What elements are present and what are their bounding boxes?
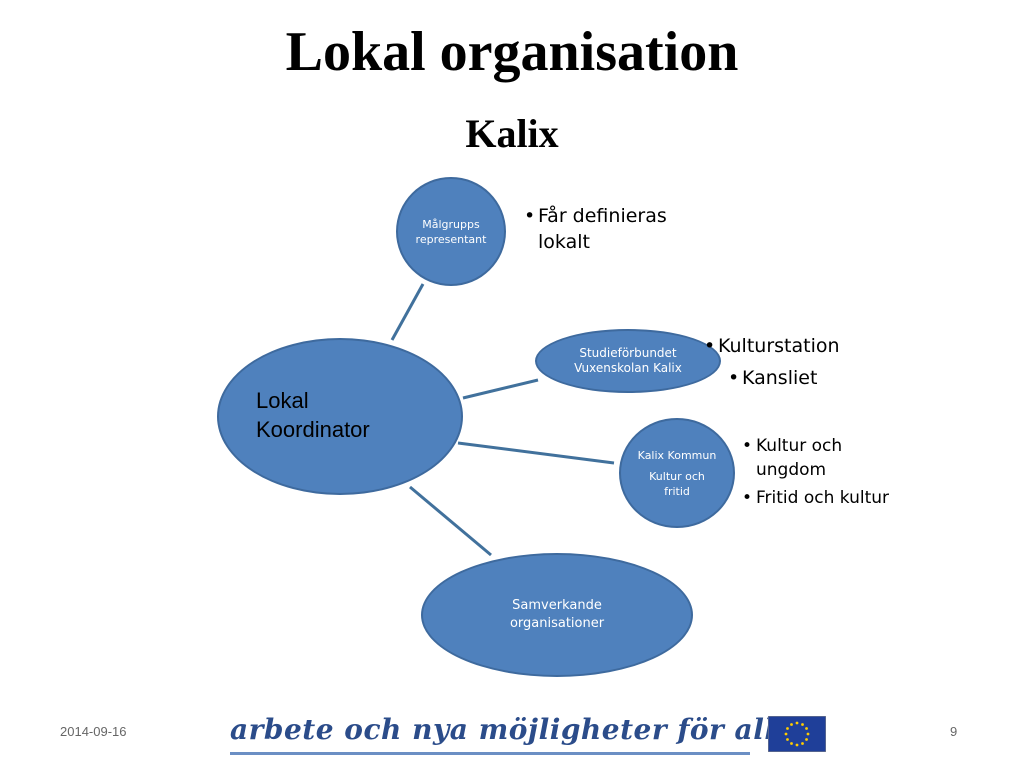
bullet-item: Kultur och ungdom	[742, 434, 917, 482]
eu-star	[805, 727, 808, 730]
footer-logo: arbete och nya möjligheter för alla	[230, 712, 794, 755]
node-studieforbundet: Studieförbundet Vuxenskolan Kalix	[535, 329, 721, 393]
eu-star	[790, 742, 793, 745]
bullet-item: Fritid och kultur	[742, 486, 917, 510]
page-number: 9	[950, 724, 958, 739]
eu-star	[786, 738, 789, 741]
eu-star	[801, 742, 804, 745]
node-label: Kalix Kommun	[637, 448, 717, 462]
eu-star	[786, 727, 789, 730]
footer-date: 2014-09-16	[60, 724, 127, 739]
bullet-item: Kansliet	[728, 362, 904, 394]
eu-star	[795, 721, 799, 725]
node-label: Målgrupps	[422, 217, 480, 231]
bullet-item: Kulturstation	[704, 330, 904, 362]
node-label: Kultur och	[649, 469, 705, 483]
eu-star	[806, 732, 810, 736]
connector-studieforbundet	[462, 378, 539, 400]
connector-samverkande	[409, 485, 492, 557]
node-malgrupps-representant: Målgrupps representant	[396, 177, 506, 286]
connector-malgrupps	[390, 283, 425, 341]
connector-kalix-kommun	[457, 441, 615, 465]
node-label: representant	[415, 232, 487, 246]
node-kalix-kommun: Kalix Kommun Kultur och fritid	[619, 418, 735, 528]
bullet-list-kalix-kommun: Kultur och ungdom Fritid och kultur	[742, 434, 917, 510]
center-label-line2: Koordinator	[256, 417, 370, 442]
center-label-line1: Lokal	[256, 388, 309, 413]
node-lokal-koordinator	[217, 338, 463, 495]
eu-flag-icon	[768, 716, 826, 752]
slide-subtitle: Kalix	[465, 111, 559, 156]
bullet-list-studieforbundet: Kulturstation Kansliet	[704, 330, 904, 394]
node-label: Samverkande	[512, 598, 602, 613]
node-label: Vuxenskolan Kalix	[574, 361, 682, 375]
node-label: fritid	[664, 484, 690, 498]
eu-star	[784, 732, 788, 736]
center-label: Lokal Koordinator	[256, 386, 436, 444]
bullet-item: Får definieras lokalt	[524, 203, 694, 255]
node-samverkande-organisationer: Samverkande organisationer	[421, 553, 693, 677]
node-label: organisationer	[509, 616, 605, 631]
eu-star	[805, 738, 808, 741]
eu-star	[790, 723, 793, 726]
eu-star	[801, 723, 804, 726]
eu-star	[795, 743, 799, 747]
node-label: Studieförbundet	[579, 346, 677, 360]
bullet-list-malgrupps: Får definieras lokalt	[524, 203, 694, 255]
slide-title: Lokal organisation	[285, 21, 739, 83]
